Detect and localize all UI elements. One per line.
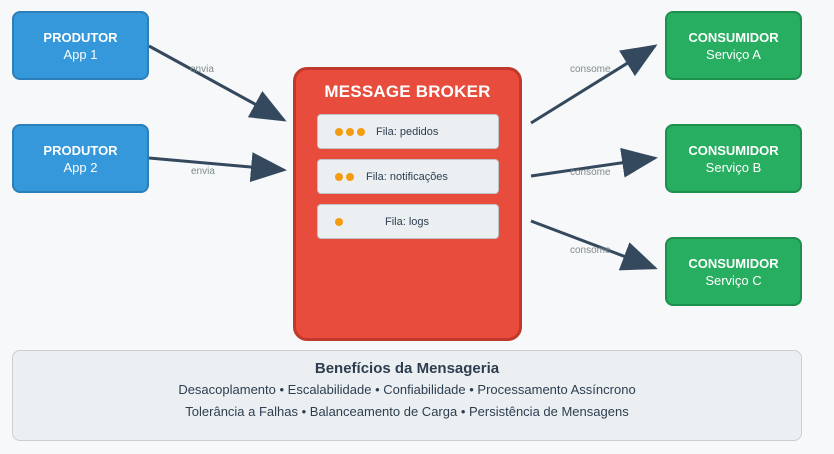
consumer-role-label: CONSUMIDOR [688,255,779,271]
consumer-servico-c: CONSUMIDOR Serviço C [665,237,802,306]
message-dot-icon [346,172,354,181]
message-dot-icon [335,172,343,181]
benefits-line-2: Tolerância a Falhas • Balanceamento de C… [185,404,629,419]
producer-app-2: PRODUTOR App 2 [12,124,149,193]
edge-label-consome-b: consome [570,167,611,178]
consumer-name-label: Serviço A [706,46,761,62]
edge-label-envia-2: envia [191,166,215,177]
consumer-role-label: CONSUMIDOR [688,142,779,158]
message-dots [335,205,343,238]
consumer-name-label: Serviço C [705,272,762,288]
edge-label-envia-1: envia [190,64,214,75]
queue-label: Fila: notificações [366,170,448,183]
producer-app-1: PRODUTOR App 1 [12,11,149,80]
broker-title: MESSAGE BROKER [324,82,491,101]
arrow-broker-to-servico-a [530,44,658,125]
benefits-title: Benefícios da Mensageria [314,360,500,377]
message-dot-icon [357,127,365,136]
queue-pedidos: Fila: pedidos [317,114,499,149]
queue-label: Fila: logs [385,215,430,228]
benefits-line-1: Desacoplamento • Escalabilidade • Confia… [178,382,636,397]
message-broker: MESSAGE BROKER Fila: pedidos Fila: notif… [293,67,522,341]
edge-label-consome-c: consome [570,245,611,256]
producer-role-label: PRODUTOR [43,142,118,158]
message-dots [335,115,365,148]
edge-label-consome-a: consome [570,64,611,75]
consumer-role-label: CONSUMIDOR [688,29,779,45]
consumer-servico-a: CONSUMIDOR Serviço A [665,11,802,80]
consumer-servico-b: CONSUMIDOR Serviço B [665,124,802,193]
message-dot-icon [346,127,354,136]
message-dot-icon [335,217,343,226]
arrow-app2-to-broker [148,152,287,183]
message-dot-icon [335,127,343,136]
queue-logs: Fila: logs [317,204,499,239]
benefits-panel: Benefícios da Mensageria Desacoplamento … [12,350,802,441]
message-dots [335,160,354,193]
queue-label: Fila: pedidos [376,125,439,138]
producer-name-label: App 2 [63,159,98,175]
producer-role-label: PRODUTOR [43,29,118,45]
arrow-app1-to-broker [148,44,287,122]
queue-notificacoes: Fila: notificações [317,159,499,194]
consumer-name-label: Serviço B [705,159,762,175]
producer-name-label: App 1 [63,46,98,62]
